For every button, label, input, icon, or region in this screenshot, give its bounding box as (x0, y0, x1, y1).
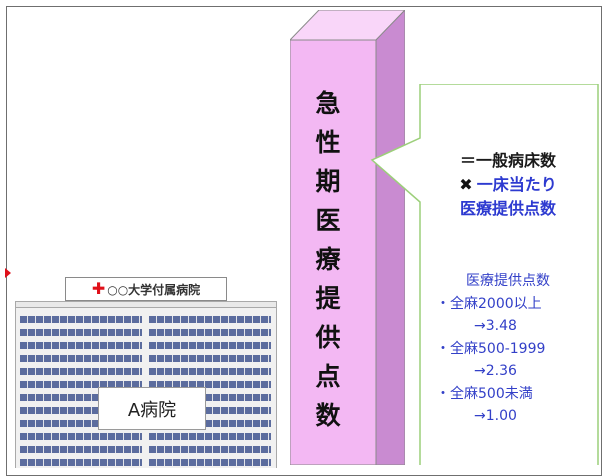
points-item-label: ・全麻500未満 (436, 385, 533, 402)
pillar-shape (290, 10, 405, 465)
hospital-roof (15, 301, 277, 308)
explanation-callout: ＝一般病床数 ✖一床当たり 医療提供点数 医療提供点数 ・全麻2000以上 →3… (360, 84, 600, 465)
formula-line-beds: ＝一般病床数 (459, 151, 556, 170)
formula-line-points: 医療提供点数 (459, 199, 556, 218)
callout-bubble (370, 84, 599, 465)
hospital-building: A病院 (15, 308, 277, 468)
pillar-char: 点 (315, 362, 341, 391)
times-icon: ✖ (459, 175, 473, 194)
points-title: 医療提供点数 (466, 273, 550, 289)
points-item-value: →1.00 (474, 408, 517, 424)
pillar-char: 数 (315, 401, 341, 430)
pillar-char: 療 (315, 245, 341, 274)
points-item-value: →3.48 (474, 318, 517, 334)
pillar-char: 供 (315, 323, 341, 352)
pillar-char: 提 (315, 284, 341, 313)
pillar-char: 期 (315, 167, 341, 196)
formula-per-bed-text: 一床当たり (476, 175, 557, 194)
hospital-sign-text: ○○大学付属病院 (107, 282, 201, 297)
red-cross-icon: ✚ (91, 279, 106, 298)
pillar-char: 医 (315, 206, 341, 235)
points-item-label: ・全麻500-1999 (436, 340, 546, 357)
formula-line-per-bed: ✖一床当たり (416, 173, 600, 197)
points-pillar: 急 性 期 医 療 提 供 点 数 (290, 10, 405, 465)
red-arrow-tip (5, 268, 11, 278)
hospital-sign: ✚ ○○大学付属病院 (65, 277, 227, 301)
hospital-illustration: ✚ ○○大学付属病院 A病院 (15, 277, 277, 468)
points-list: 医療提供点数 ・全麻2000以上 →3.48 ・全麻500-1999 →2.36… (416, 270, 600, 428)
points-item-label: ・全麻2000以上 (436, 295, 542, 312)
pillar-label: 急 性 期 医 療 提 供 点 数 (298, 84, 358, 435)
pillar-char: 急 (315, 89, 341, 118)
pillar-char: 性 (315, 128, 341, 157)
hospital-name-plate: A病院 (98, 387, 206, 430)
points-item-value: →2.36 (474, 363, 517, 379)
formula-text: ＝一般病床数 ✖一床当たり 医療提供点数 (416, 149, 600, 221)
